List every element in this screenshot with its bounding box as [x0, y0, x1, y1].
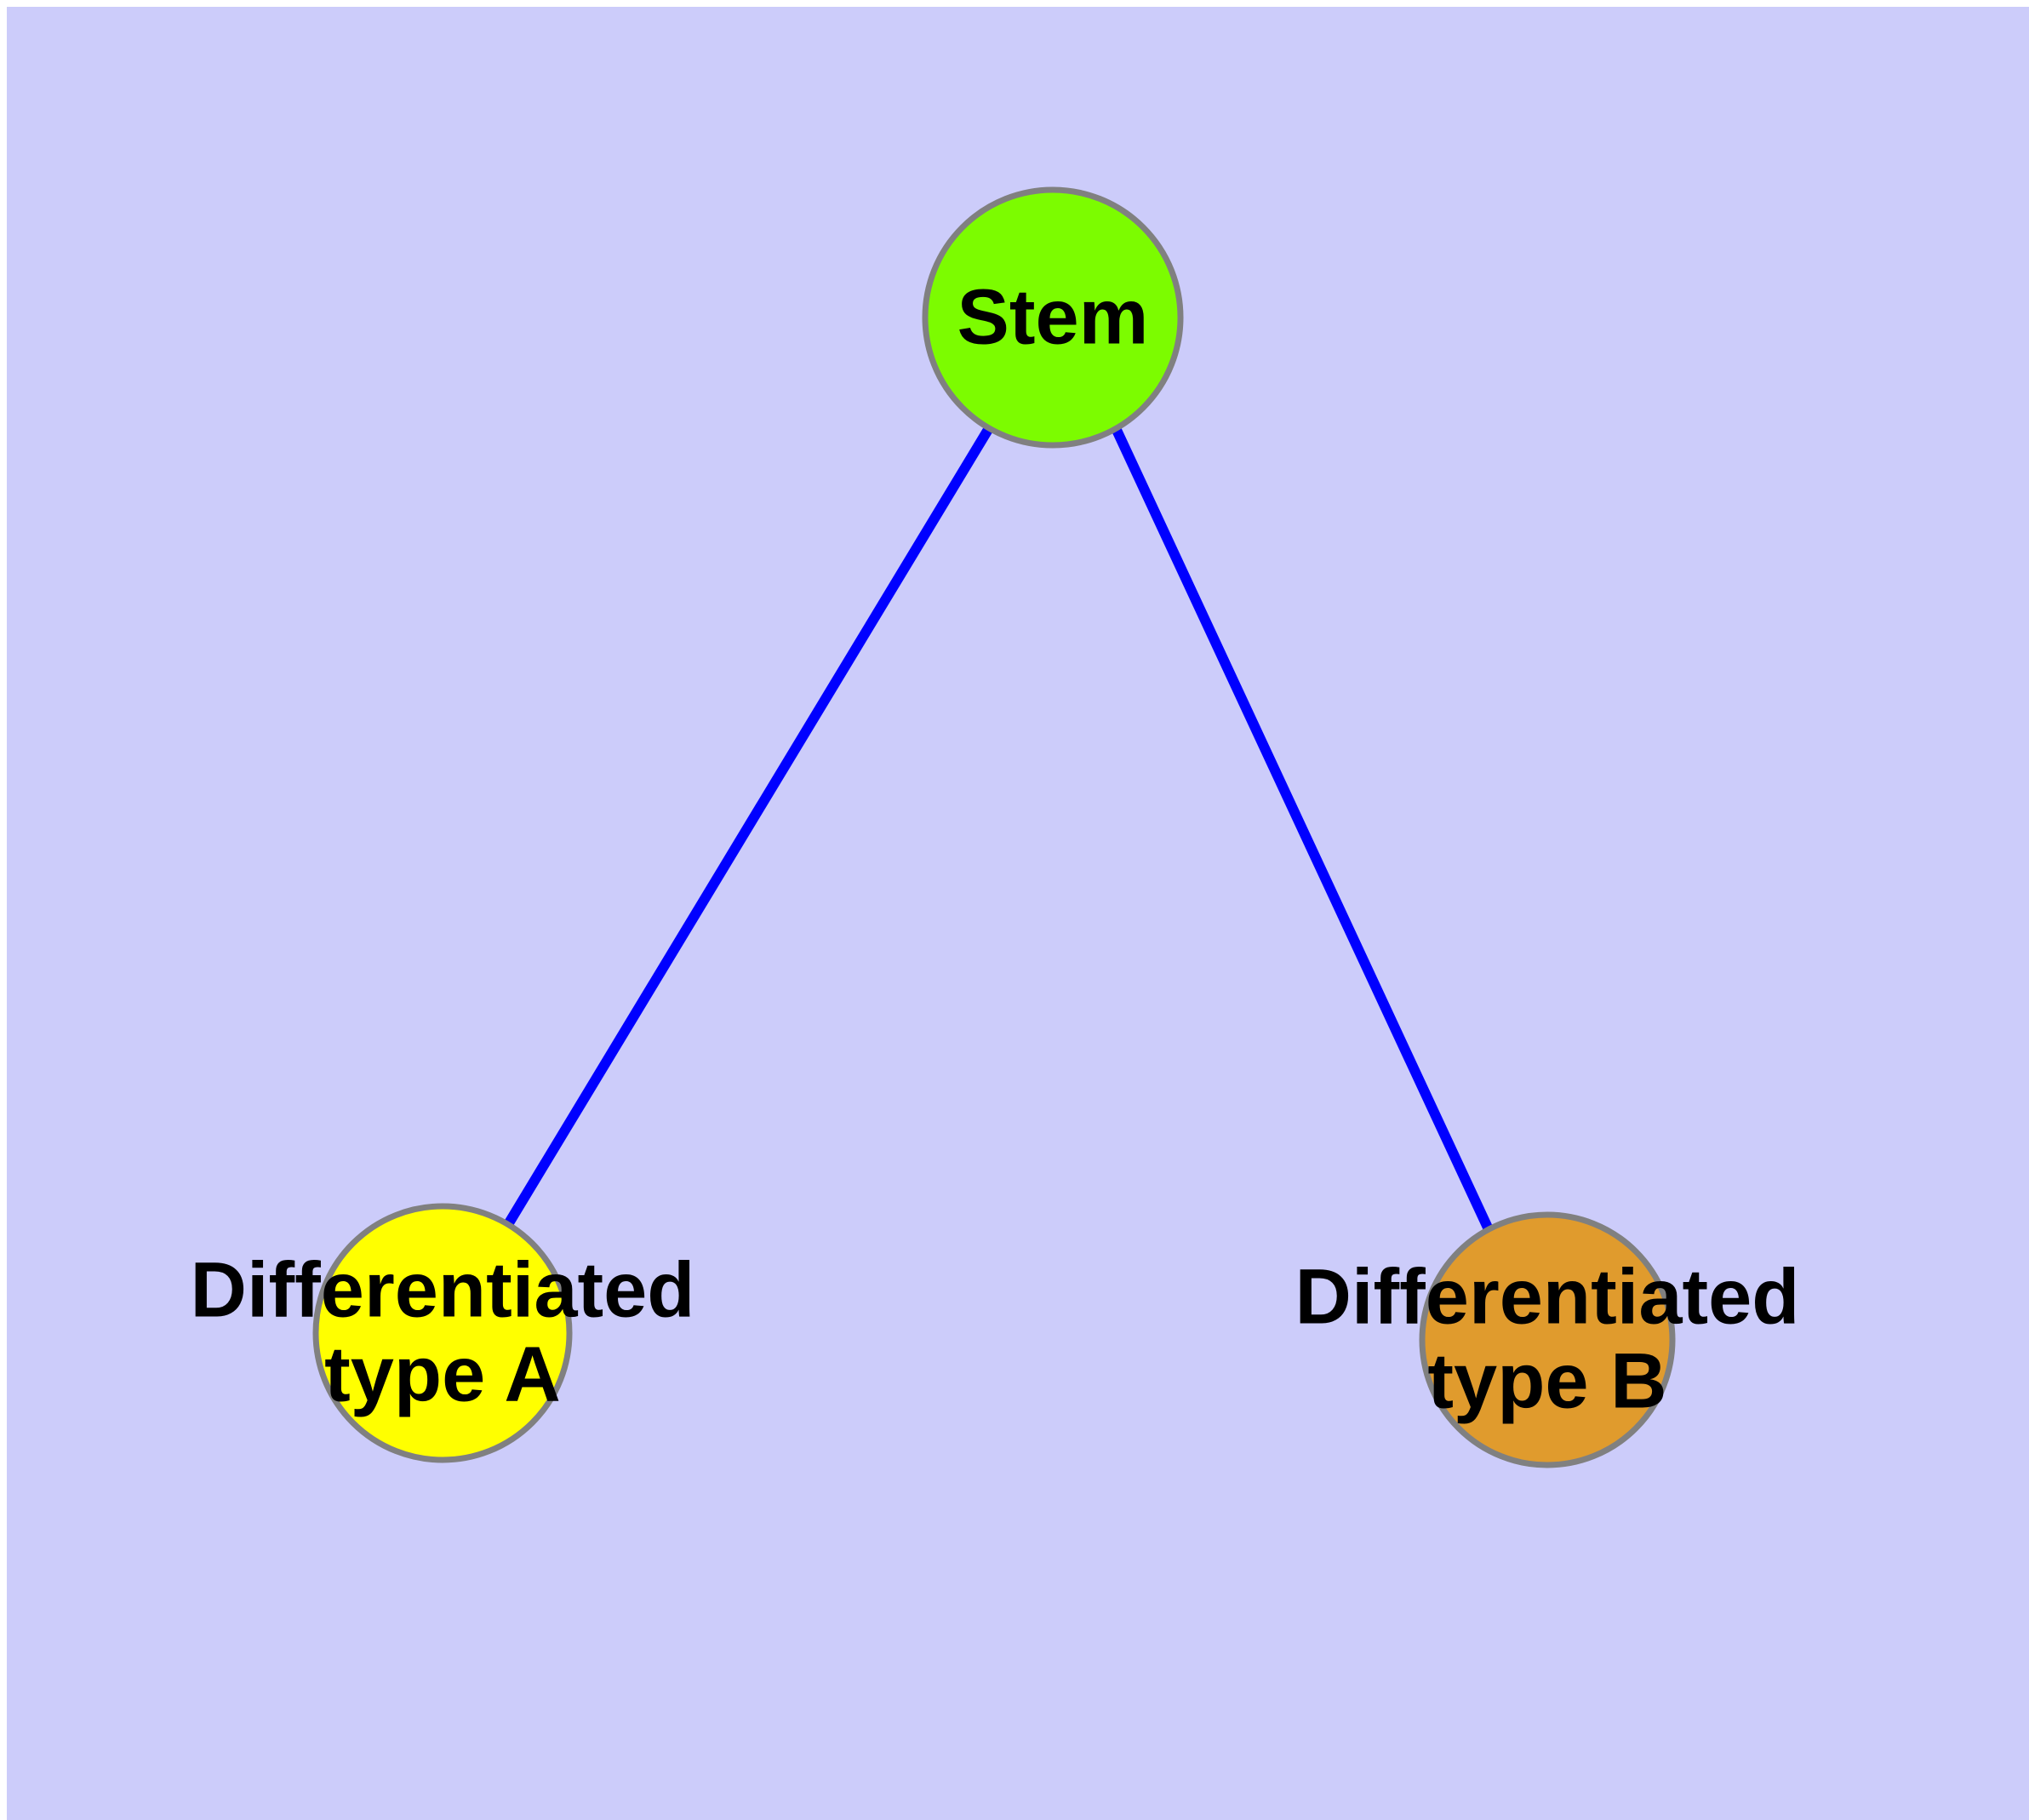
node-differentiated-type-b[interactable]	[1419, 1211, 1676, 1468]
edge-group	[502, 425, 1493, 1230]
node-stem[interactable]	[922, 186, 1184, 449]
node-differentiated-type-a[interactable]	[312, 1203, 573, 1463]
edge-stem-to-differentiated-type-a[interactable]	[502, 425, 994, 1229]
node-group	[312, 186, 1676, 1468]
edge-stem-to-differentiated-type-b[interactable]	[1111, 426, 1493, 1230]
